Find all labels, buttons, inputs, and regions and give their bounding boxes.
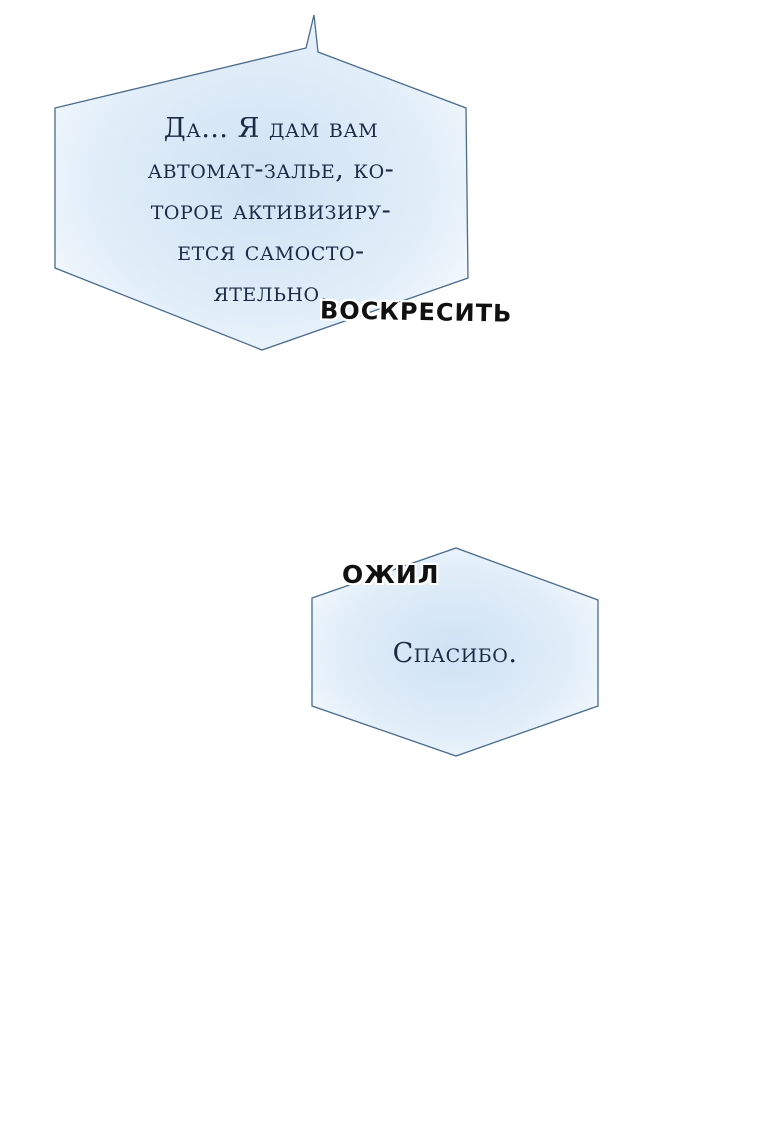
speech-bubble-2-text: Спасибо. [392,638,518,669]
sfx-ozhil: ОЖИЛ [342,560,440,589]
speech-bubble-1 [54,14,469,351]
speech-bubble-1-text: Да… Я дам вам автомат-залье, ко- торое а… [147,113,395,308]
speech-bubble-2 [311,547,599,757]
sfx-voskresit: ВОСКРЕСИТЬ [319,296,513,328]
speech-bubble-2-shape [311,547,599,757]
speech-bubble-1-shape [54,14,469,351]
